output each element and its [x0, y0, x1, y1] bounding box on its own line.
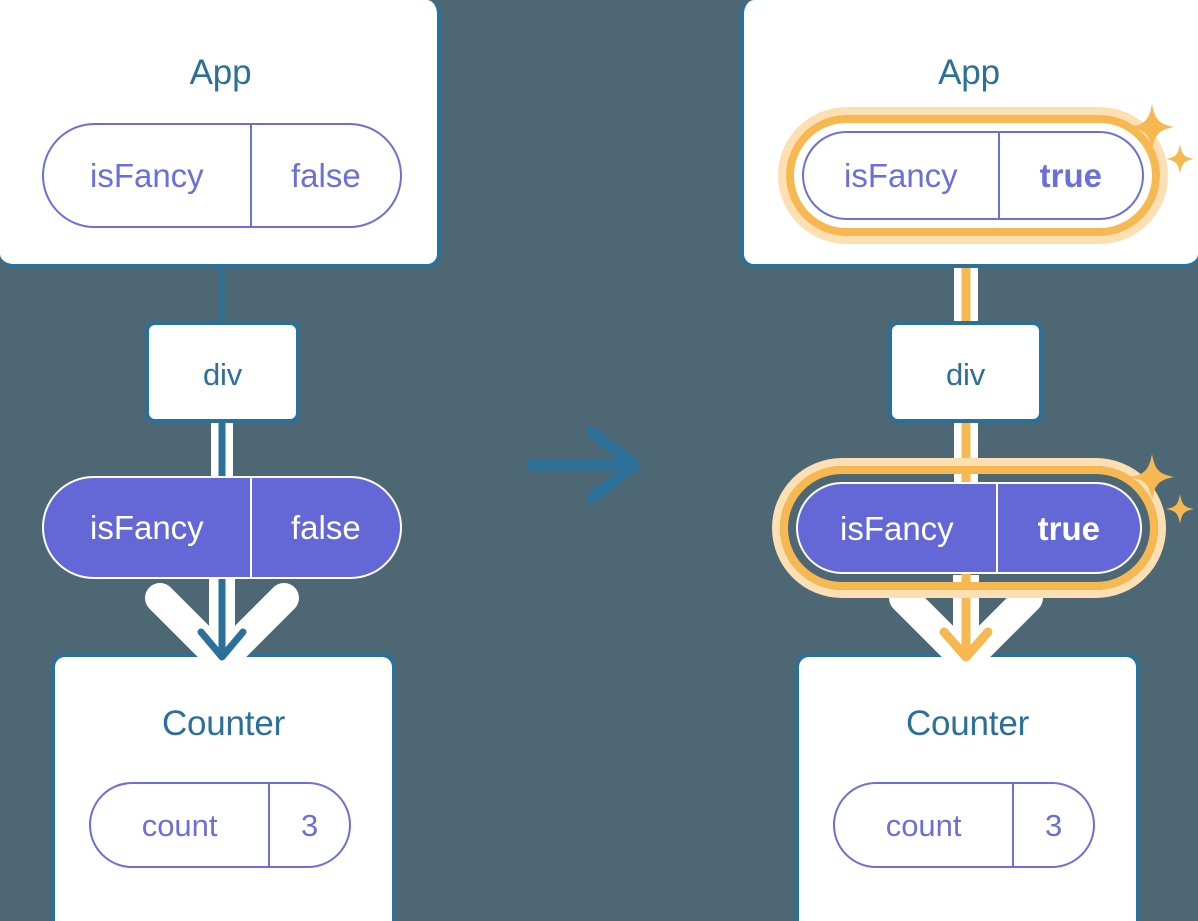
counter-state-value: 3 — [1012, 784, 1093, 866]
app-state-value: false — [249, 125, 400, 226]
prop-value: false — [249, 478, 400, 577]
before-panel: App isFancy false div isFancy false — [0, 0, 441, 921]
after-panel: App isFancy true div isFancy true — [740, 0, 1198, 921]
prop-highlight-ring — [780, 466, 1158, 590]
counter-state-key: count — [141, 807, 218, 843]
app-state-key: isFancy — [843, 157, 958, 194]
counter-state-pill[interactable]: count 3 — [89, 782, 351, 868]
div-element-box — [145, 321, 300, 423]
app-state-pill[interactable]: isFancy false — [42, 123, 402, 228]
counter-state-key: count — [885, 807, 962, 843]
counter-state-pill[interactable]: count 3 — [833, 782, 1095, 868]
prop-key: isFancy — [839, 509, 954, 547]
app-state-key: isFancy — [89, 157, 204, 194]
prop-value: true — [995, 484, 1140, 572]
prop-pill[interactable]: isFancy false — [42, 476, 402, 579]
app-state-value: true — [997, 133, 1142, 218]
prop-key: isFancy — [89, 509, 204, 546]
app-state-highlight-ring — [786, 115, 1160, 236]
app-state-pill[interactable]: isFancy true — [802, 131, 1144, 220]
counter-state-value: 3 — [268, 784, 349, 866]
transition-arrow-right-icon — [526, 426, 641, 504]
prop-pill[interactable]: isFancy true — [796, 482, 1142, 574]
div-element-box — [888, 321, 1043, 423]
